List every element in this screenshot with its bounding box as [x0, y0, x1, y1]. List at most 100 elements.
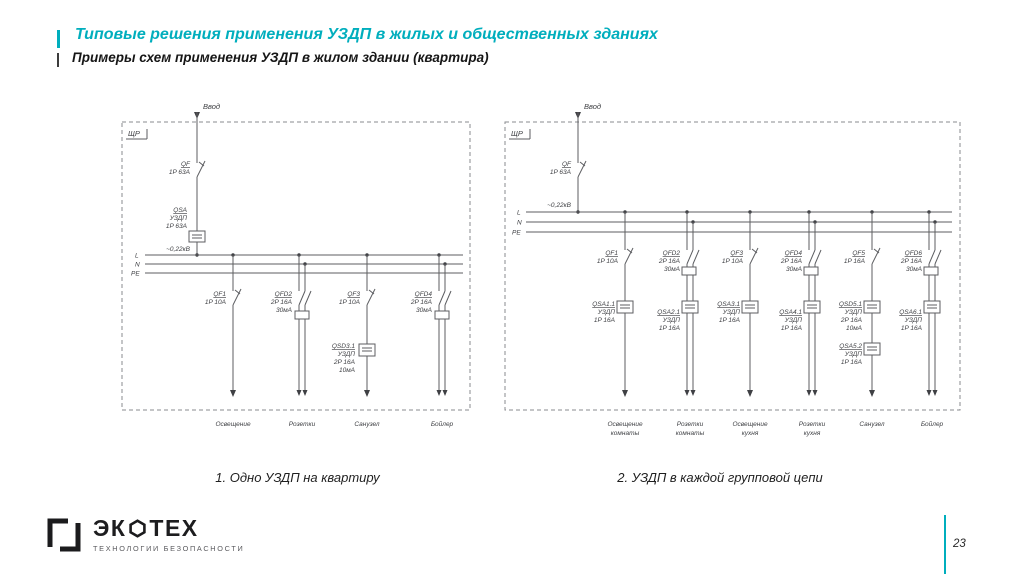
slide-title: Типовые решения применения УЗДП в жилых …: [75, 26, 658, 43]
uzdp-type: УЗДП: [722, 309, 741, 316]
load-label-line2: кухня: [742, 430, 759, 437]
uzdp-box: [358, 343, 376, 357]
rcd-box: [923, 266, 939, 276]
uzdp-type: УЗДП: [597, 309, 616, 316]
uzdp-name: QSD3.1: [332, 343, 356, 350]
logo-brand-pre: ЭК: [93, 515, 127, 541]
load-label-line1: Освещение: [732, 421, 768, 428]
uzdp-current: 10мА: [339, 367, 355, 374]
load-arrow-icon: [926, 390, 932, 396]
bus-label-pe: PE: [131, 271, 140, 278]
breaker-name: QFD4: [415, 291, 433, 298]
panel-outline: ЩР: [504, 121, 961, 411]
breaker-name: QFD6: [905, 250, 923, 257]
main-uzdp-name: QSA: [173, 207, 187, 214]
uzdp-spec: 1P 16А: [781, 325, 802, 332]
load-arrow-icon: [806, 390, 812, 396]
breaker-name: QF3: [347, 291, 360, 298]
breaker-name: QF1: [605, 250, 618, 257]
uzdp-box: [863, 300, 881, 314]
uzdp-box: [803, 300, 821, 314]
load-arrow-icon: [296, 390, 302, 396]
uzdp-spec: 2P 16А: [840, 317, 862, 324]
rcd-box: [803, 266, 819, 276]
page-number: 23: [953, 538, 966, 550]
branch-boiler: QFD4 2P 16А 30мА Бойлер: [410, 253, 454, 428]
load-label-line2: комнаты: [611, 430, 640, 437]
voltage-label: ~0,22кВ: [166, 246, 191, 253]
load-arrow-icon: [747, 390, 753, 397]
uzdp-spec: 1P 16А: [594, 317, 615, 324]
load-label-line1: Освещение: [607, 421, 643, 428]
caption-diagram-1: 1. Одно УЗДП на квартиру: [215, 470, 380, 485]
uzdp-box: [923, 300, 941, 314]
slide-subtitle: Примеры схем применения УЗДП в жилом зда…: [72, 50, 489, 65]
branch-sockets: QFD2 2P 16А 30мА Розетки: [270, 253, 316, 428]
load-arrow-icon: [690, 390, 696, 396]
bus-lines: L N PE: [131, 253, 463, 278]
uzdp-name: QSA4.1: [779, 309, 802, 316]
bus-label-l: L: [135, 253, 139, 260]
bus-lines: L N PE: [512, 210, 952, 237]
breaker-name: QF3: [730, 250, 743, 257]
breaker-name: QFD2: [275, 291, 293, 298]
breaker-name: QFD2: [663, 250, 681, 257]
panel-dashed-border: [121, 121, 471, 411]
panel-dashed-border: [504, 121, 961, 411]
load-arrow-icon: [869, 390, 875, 397]
load-arrow-icon: [442, 390, 448, 396]
main-breaker-spec: 1P 63А: [169, 169, 190, 176]
breaker-spec: 2P 16А: [658, 258, 680, 265]
uzdp-type: УЗДП: [904, 317, 923, 324]
rcd-box: [434, 310, 450, 320]
load-label: Освещение: [215, 421, 251, 428]
panel-label: ЩР: [511, 129, 523, 138]
page-number-accent-bar: [944, 515, 946, 574]
load-label: Розетки: [289, 421, 316, 428]
load-arrow-icon: [812, 390, 818, 396]
uzdp-spec: 1P 16А: [719, 317, 740, 324]
load-arrow-icon: [932, 390, 938, 396]
load-arrow-icon: [622, 390, 628, 397]
load-label-line1: Санузел: [859, 421, 885, 428]
uzdp-name: QSA3.1: [717, 301, 740, 308]
panel-label: ЩР: [128, 129, 140, 138]
breaker-name: QF1: [213, 291, 226, 298]
bus-label-n: N: [135, 262, 140, 269]
uzdp-box: [681, 300, 699, 314]
rcd-box: [681, 266, 697, 276]
breaker-spec: 1P 10А: [339, 299, 360, 306]
uzdp-type: УЗДП: [337, 351, 356, 358]
breaker-current: 30мА: [276, 307, 292, 314]
load-label-line2: комнаты: [676, 430, 705, 437]
uzdp-spec: 2P 16А: [333, 359, 355, 366]
load-label: Санузел: [354, 421, 380, 428]
logo: ЭК ТЕХ ТЕХНОЛОГИИ БЕЗОПАСНОСТИ: [46, 517, 244, 553]
uzdp-type: УЗДП: [662, 317, 681, 324]
breaker-current: 30мА: [906, 266, 922, 273]
uzdp-type: УЗДП: [784, 317, 803, 324]
uzdp2-type: УЗДП: [844, 351, 863, 358]
breaker-spec: 1P 10А: [722, 258, 743, 265]
uzdp-spec: 1P 16А: [901, 325, 922, 332]
incoming-feed: Ввод QF 1P 63А QSA УЗДП 1P 63А ~0,22кВ: [166, 102, 220, 257]
breaker-spec: 2P 16А: [270, 299, 292, 306]
main-uzdp-type: УЗДП: [169, 215, 188, 222]
load-label-line1: Розетки: [677, 421, 704, 428]
diagram-uzdp-each-circuit: ЩР Ввод QF 1P 63А ~0,22кВ L N PE: [504, 102, 961, 437]
logo-brand: ЭК ТЕХ: [93, 517, 244, 540]
uzdp-current: 10мА: [846, 325, 862, 332]
subtitle-accent-bar: [57, 53, 59, 67]
branch-room-sockets: QFD2 2P 16А 30мА QSA2.1 УЗДП 1P 16А Розе…: [657, 210, 704, 437]
breaker-current: 30мА: [664, 266, 680, 273]
incoming-feed: Ввод QF 1P 63А ~0,22кВ: [547, 102, 601, 214]
load-arrow-icon: [230, 390, 236, 397]
uzdp-box: [741, 300, 759, 314]
main-breaker-name: QF: [181, 161, 191, 168]
load-arrow-icon: [302, 390, 308, 396]
uzdp-name: QSD5.1: [839, 301, 863, 308]
load-label-line1: Розетки: [799, 421, 826, 428]
uzdp-type: УЗДП: [844, 309, 863, 316]
logo-tagline: ТЕХНОЛОГИИ БЕЗОПАСНОСТИ: [93, 544, 245, 553]
load-arrow-icon: [436, 390, 442, 396]
